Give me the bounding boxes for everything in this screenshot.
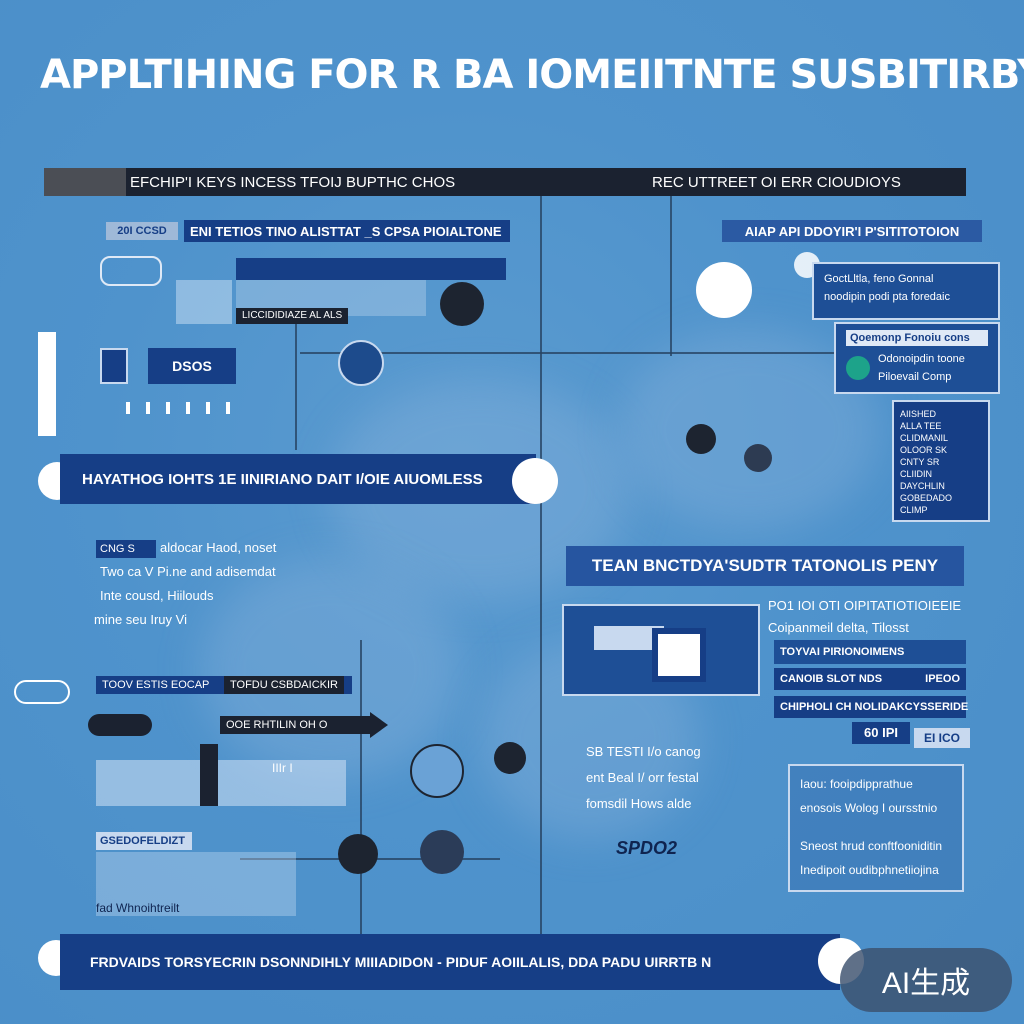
bottom-text: fad Whnoihtreilt	[96, 901, 180, 915]
section-tag: 20I CCSD	[106, 222, 178, 240]
pinwheel-icon	[846, 356, 870, 380]
circle-node-icon	[410, 744, 464, 798]
bottom-banner: FRDVAIDS TORSYECRIN DSONNDIHLY MIIIADIDO…	[60, 934, 840, 990]
grid-block	[176, 280, 232, 324]
number-badge: 60 IPI	[852, 722, 910, 744]
lower-bar-left: TOOV ESTIS EOCAP	[102, 679, 210, 691]
list-item: CLIDMANIL	[900, 433, 949, 443]
skyline-block	[96, 760, 346, 806]
card-line: Iaou: fooipdipprathue	[800, 777, 913, 791]
divider	[360, 640, 362, 940]
lower-text-line: aldocar Haod, noset	[160, 540, 277, 555]
dark-circle-icon	[440, 282, 484, 326]
list-item: DAYCHLIN	[900, 481, 945, 491]
globe-icon	[338, 340, 384, 386]
list-item: AIISHED	[900, 409, 937, 419]
list-item: OLOOR SK	[900, 445, 948, 455]
right-detail-card: Qoemonp Fonoiu cons Odonoipdin toone Pil…	[834, 322, 1000, 394]
number-badge: EI ICO	[914, 728, 970, 748]
card-line: Sneost hrud conftfooniditin	[800, 839, 943, 853]
lower-right-bar: CHIPHOLI CH NOLIDAKCYS SERIDE	[774, 696, 969, 718]
tick-row	[126, 402, 238, 414]
card-line: GoctLltla, feno Gonnal	[824, 273, 934, 285]
arrow-bar	[236, 258, 506, 280]
city-block	[96, 852, 296, 916]
list-item: ALLA TEE	[900, 421, 942, 431]
card-line: Inedipoit oudibphnetiiojina	[800, 863, 939, 877]
bar-left-label: CANOIB SLOT NDS	[780, 673, 883, 685]
card-header: Qoemonp Fonoiu cons	[846, 330, 988, 346]
bar-right-label: IPEOO	[925, 673, 960, 685]
lower-right-text: PO1 IOI OTI OIPITATIOTIOIEEIE	[768, 598, 962, 613]
telescope-icon	[14, 680, 70, 704]
divider	[670, 196, 672, 356]
card-line: noodipin podi pta foredaic	[824, 291, 950, 303]
tower-icon	[200, 744, 218, 806]
right-section-heading: AIAP API DDOYIR'I P'SITITOTOION	[722, 220, 982, 242]
lower-right-bar: TOYVAI PIRIONOIMENS	[774, 640, 966, 664]
connector-line	[300, 352, 1000, 354]
device-icon	[100, 256, 162, 286]
binocular-icon	[88, 714, 152, 736]
mid-text-line: SB TESTI I/o canog	[586, 744, 701, 759]
page-title: APPLTIHING FOR R BA IOMEIITNTE SUSBITIRB…	[40, 52, 1024, 98]
lower-right-bar: CANOIB SLOT NDS IPEOO	[774, 668, 966, 690]
ai-generated-badge: AI生成	[840, 948, 1012, 1012]
lower-right-card: Iaou: fooipdipprathue enosois Wolog I ou…	[788, 764, 964, 892]
side-list-card: AIISHED ALLA TEE CLIDMANIL OLOOR SK CNTY…	[892, 400, 990, 522]
dark-globe-icon	[338, 834, 378, 874]
signature-mark: SPDO2	[616, 838, 678, 858]
divider	[295, 320, 297, 450]
small-label: IIIr I	[272, 761, 293, 775]
banner-right-cap	[512, 458, 558, 504]
list-item: CLIIDIN	[900, 469, 933, 479]
dark-person-icon	[420, 830, 464, 874]
arrow-head-icon	[370, 712, 388, 738]
figure-icon	[744, 444, 772, 472]
accent-bar	[38, 332, 56, 436]
lower-tag: CNG S	[96, 540, 156, 558]
haze-cloud	[200, 560, 460, 780]
arrow-bar: OOE RHTILIN OH O	[220, 716, 370, 734]
dark-dot-icon	[686, 424, 716, 454]
white-circle-icon	[696, 262, 752, 318]
mid-text-line: fomsdil Hows alde	[586, 796, 692, 811]
sub-label-bar: LICCIDIDIAZE AL ALS	[236, 308, 348, 324]
lower-right-banner: TEAN BNCTDYA'SUDTR TATONOLIS PENY	[566, 546, 964, 586]
logo-tile	[652, 628, 706, 682]
bar-right-label: SERIDE	[927, 701, 969, 713]
lower-right-text: Coipanmeil delta, Tilosst	[768, 620, 909, 635]
card-line: Odonoipdin toone	[878, 353, 965, 365]
section-subtitle-bar: ENI TETIOS TINO ALISTTAT _S CPSA PIOIALT…	[184, 220, 510, 242]
middle-banner: HAYATHOG IOHTS 1E IINIRIANO DAIT I/OIE A…	[60, 454, 536, 504]
lower-text-line: mine seu Iruy Vi	[94, 612, 187, 627]
phone-icon	[100, 348, 128, 384]
bottom-tag: GSEDOFELDIZT	[96, 832, 192, 850]
figure-icon	[494, 742, 526, 774]
right-info-card: GoctLltla, feno Gonnal noodipin podi pta…	[812, 262, 1000, 320]
list-item: GOBEDADO	[900, 493, 953, 503]
bar-texture	[44, 168, 126, 196]
card-line: enosois Wolog I oursstnio	[800, 801, 938, 815]
bar-left-label: CHIPHOLI CH NOLIDAKCYS	[780, 701, 928, 713]
top-bar-left-label: EFCHIP'I KEYS INCESS TFOIJ BUPTHC CHOS	[130, 173, 456, 191]
top-header-bar: EFCHIP'I KEYS INCESS TFOIJ BUPTHC CHOS R…	[44, 168, 966, 196]
center-divider	[540, 196, 542, 936]
small-pill: DSOS	[148, 348, 236, 384]
list-item: CLIMP	[900, 505, 928, 515]
mid-text-line: ent Beal I/ orr festal	[586, 770, 699, 785]
list-item: CNTY SR	[900, 457, 940, 467]
card-line: Piloevail Comp	[878, 371, 952, 383]
lower-text-line: Two ca V Pi.ne and adisemdat	[100, 564, 276, 579]
lower-text-line: Inte cousd, Hiilouds	[100, 588, 214, 603]
lower-bar-right: TOFDU CSBDAICKIR	[224, 676, 344, 694]
lower-bar: TOOV ESTIS EOCAP TOFDU CSBDAICKIR	[96, 676, 352, 694]
top-bar-right-label: REC UTTREET OI ERR CIOUDIOYS	[652, 173, 901, 191]
